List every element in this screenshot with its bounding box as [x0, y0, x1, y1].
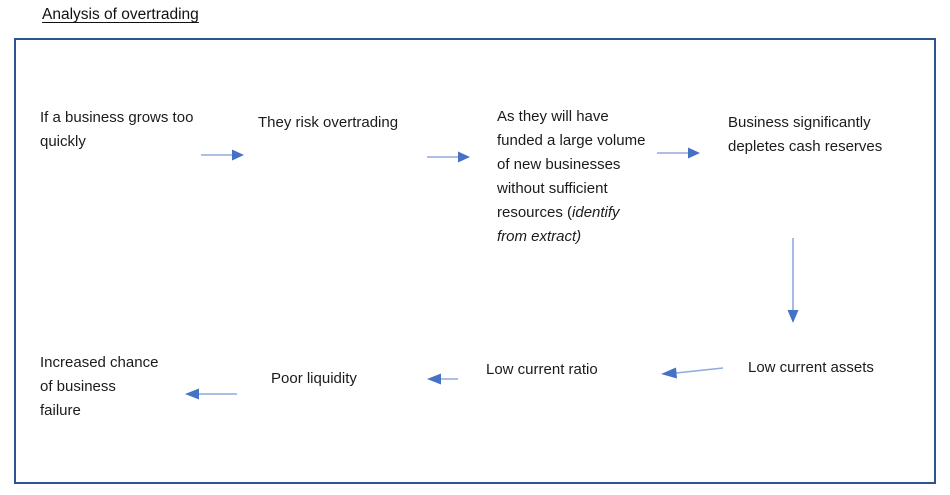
node-funded-italic-text: identify from extract) — [497, 204, 620, 245]
node-poor-liquidity: Poor liquidity — [271, 370, 357, 387]
diagram-frame — [14, 38, 936, 484]
page-title: Analysis of overtrading — [42, 6, 199, 23]
node-low-current-ratio: Low current ratio — [486, 361, 598, 378]
node-funded-normal-text: As they will have funded a large volume … — [497, 108, 646, 221]
node-depletes-cash-reserves: Business significantly depletes cash res… — [728, 114, 883, 155]
node-business-grows-too-quickly: If a business grows too quickly — [40, 109, 194, 150]
node-increased-chance-failure: Increased chance of business failure — [40, 354, 159, 419]
node-risk-overtrading: They risk overtrading — [258, 114, 399, 131]
node-low-current-assets: Low current assets — [748, 359, 874, 376]
node-funded-large-volume: As they will have funded a large volume … — [497, 105, 652, 249]
